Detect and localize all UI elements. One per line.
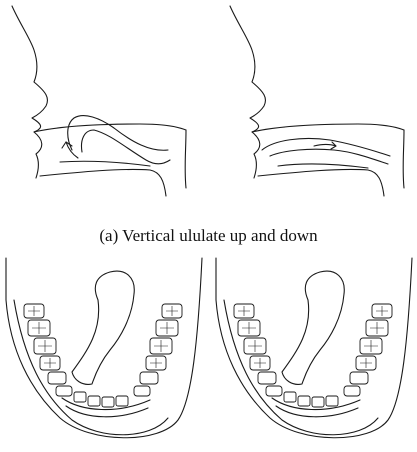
profile-left-tongue-outer [67, 115, 169, 151]
mouth-left-tooth-row-right [133, 303, 183, 397]
profile-right-face-outline [229, 5, 267, 179]
mouth-right-gum-lower [275, 405, 359, 418]
profile-left-throat [184, 129, 187, 189]
profile-right-arrowhead [330, 141, 337, 150]
mouth-front-left [5, 257, 203, 439]
mouth-right-gum [271, 397, 361, 411]
profile-left-jaw [39, 168, 167, 197]
mouth-right-front-teeth [283, 391, 339, 408]
mouth-left-gum [61, 397, 151, 411]
mouth-right-tongue [281, 270, 345, 385]
profile-right-mouth-floor [277, 163, 369, 169]
profile-left-face-outline [11, 5, 49, 179]
profile-right [229, 5, 405, 197]
profile-right-throat [402, 129, 405, 189]
mouth-left-tooth-row-left [23, 303, 73, 397]
mouth-left-front-teeth [73, 391, 129, 408]
profile-right-tongue-inner [269, 148, 389, 165]
profile-left-arrowhead [61, 141, 73, 149]
mouth-right-outer-jaw [215, 257, 413, 439]
mouth-left-outer-jaw [5, 257, 203, 439]
mouth-right-tooth-row-right [343, 303, 393, 397]
profile-left-motion-arrow [65, 141, 79, 159]
profile-left-upper-mouth [33, 123, 187, 133]
figure-caption: (a) Vertical ululate up and down [99, 226, 318, 245]
profile-right-tongue-outer [261, 137, 391, 157]
mouth-right-inner-jaw [223, 299, 379, 436]
mouth-front-right [215, 257, 413, 439]
profile-left [11, 5, 187, 197]
mouth-left-gum-lower [65, 405, 149, 418]
profile-right-motion-arrow [313, 143, 337, 147]
profile-right-jaw [257, 168, 385, 197]
profile-left-tongue-inner [80, 129, 171, 165]
profile-left-mouth-floor [59, 160, 151, 167]
mouth-left-tongue [71, 270, 135, 385]
profile-right-upper-mouth [251, 123, 405, 133]
mouth-right-tooth-row-left [233, 303, 283, 397]
mouth-left-inner-jaw [13, 299, 169, 436]
